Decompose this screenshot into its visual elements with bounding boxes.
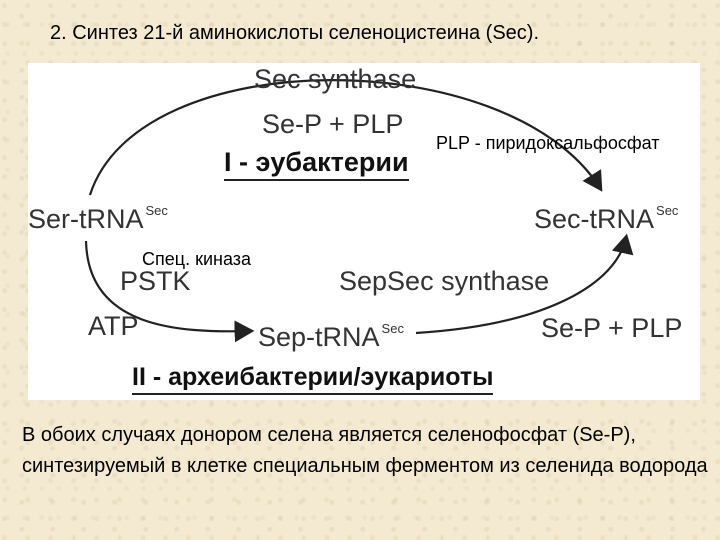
lower-left-arc-arrow	[84, 240, 255, 343]
lower-right-arc-arrow	[415, 233, 634, 335]
sep-trna-sup: Sec	[381, 321, 404, 336]
upper-arc-arrow	[88, 79, 603, 196]
sepsec-synthase-label: SepSec synthase	[339, 266, 550, 296]
ser-trna-sup: Sec	[145, 203, 168, 218]
bottom-cofactor-label: Se-P + PLP	[541, 313, 683, 343]
diagram-panel: Sec synthase Se-P + PLP I - эубактерии P…	[28, 63, 700, 400]
kinase-note: Спец. киназа	[142, 249, 252, 269]
sec-trna-label: Sec-tRNA	[534, 204, 655, 234]
arrows-layer	[84, 79, 634, 343]
pathway-1-label: I - эубактерии	[224, 149, 409, 181]
atp-label: ATP	[88, 311, 139, 341]
footer-text: В обоих случаях донором селена является …	[22, 424, 708, 477]
sep-trna-label: Sep-tRNA	[258, 322, 380, 352]
ser-trna-label: Ser-tRNA	[28, 204, 144, 234]
top-cofactor-label: Se-P + PLP	[262, 109, 404, 139]
top-enzyme-label: Sec synthase	[254, 64, 417, 94]
plp-note: PLP - пиридоксальфосфат	[436, 133, 660, 153]
slide-title: 2. Синтез 21-й аминокислоты селеноцистеи…	[50, 22, 540, 44]
pstk-label: PSTK	[120, 266, 191, 296]
sec-trna-sup: Sec	[656, 203, 679, 218]
pathway-2-label: II - археибактерии/эукариоты	[132, 365, 494, 395]
